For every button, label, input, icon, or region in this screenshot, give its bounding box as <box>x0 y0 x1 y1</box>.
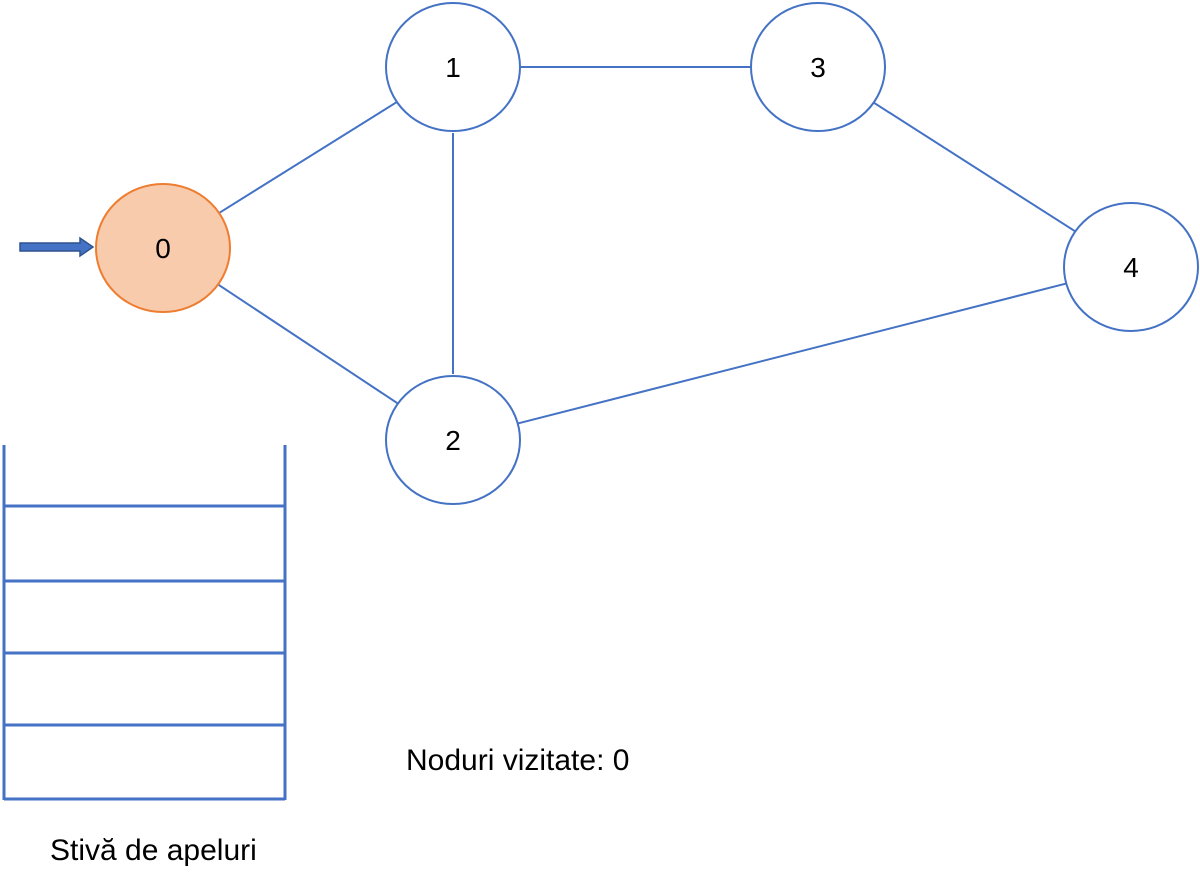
graph-node-2: 2 <box>385 375 521 505</box>
node-circle-4 <box>1063 202 1199 332</box>
call-stack-caption: Stivă de apeluri <box>50 834 257 867</box>
node-circle-1 <box>385 2 521 132</box>
call-stack <box>2 445 287 801</box>
edge-0-1 <box>218 101 398 214</box>
graph-node-1: 1 <box>385 2 521 132</box>
graph-node-4: 4 <box>1063 202 1199 332</box>
node-circle-2 <box>385 375 521 505</box>
node-label-3: 3 <box>810 52 826 83</box>
node-circle-3 <box>750 2 886 132</box>
edges-layer <box>217 66 1076 425</box>
node-label-0: 0 <box>155 233 171 264</box>
node-label-1: 1 <box>445 52 461 83</box>
graph-node-3: 3 <box>750 2 886 132</box>
edge-0-2 <box>217 283 399 405</box>
visited-nodes-text: Noduri vizitate: 0 <box>406 744 630 777</box>
graph-node-0: 0 <box>95 183 231 313</box>
node-label-4: 4 <box>1123 252 1139 283</box>
current-node-arrow-icon <box>19 236 95 258</box>
edge-2-4 <box>516 282 1068 425</box>
edge-3-4 <box>873 101 1076 233</box>
node-circle-0 <box>95 183 231 313</box>
node-label-2: 2 <box>445 425 461 456</box>
nodes-layer: 0 1 2 3 4 <box>95 2 1199 505</box>
stack-slots <box>4 504 285 801</box>
